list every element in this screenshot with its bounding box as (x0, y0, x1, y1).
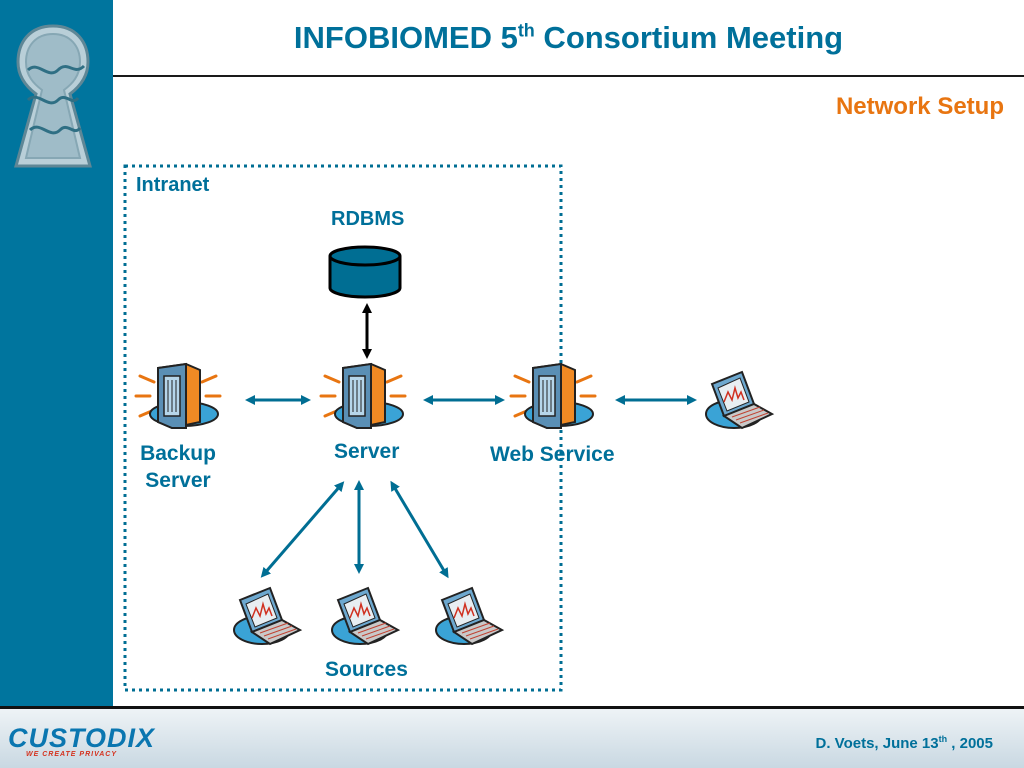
credit-superscript: th (938, 734, 948, 744)
intranet-label: Intranet (136, 174, 210, 196)
server-source-right-arrow (390, 480, 449, 579)
rdbms-label: RDBMS (331, 208, 405, 230)
main-server-icon (319, 362, 407, 430)
title-rest: Consortium Meeting (534, 20, 844, 55)
sources-label: Sources (325, 658, 408, 681)
slide-subtitle: Network Setup (835, 93, 1004, 120)
backup-label-line2: Server (145, 469, 211, 492)
web-service-label: Web Service (490, 443, 615, 466)
footer-credit: D. Voets, June 13th , 2005 (816, 734, 993, 752)
server-source-left-arrow (260, 481, 345, 578)
credit-year: , 2005 (947, 735, 993, 752)
title-divider (113, 75, 1024, 77)
custodix-logo: CUSTODIX WE CREATE PRIVACY (8, 723, 155, 758)
title-main: INFOBIOMED 5 (293, 20, 518, 55)
source-laptop-left-icon (233, 587, 301, 645)
intranet-boundary (123, 164, 563, 692)
source-laptop-right-icon (435, 587, 503, 645)
footer-divider (0, 706, 1024, 709)
footer (0, 709, 1024, 768)
page-title: INFOBIOMED 5th Consortium Meeting (113, 20, 1024, 56)
credit-main: D. Voets, June 13 (815, 735, 939, 752)
backup-label-line1: Backup (140, 442, 216, 465)
brand-tagline: WE CREATE PRIVACY (26, 751, 118, 758)
title-superscript: th (517, 20, 535, 41)
source-laptop-middle-icon (331, 587, 399, 645)
web-service-server-icon (509, 362, 597, 430)
database-icon (328, 245, 402, 299)
backup-server-label: Backup Server (128, 440, 228, 494)
backup-server-icon (134, 362, 222, 430)
keyhole-dna-logo-icon (14, 24, 92, 168)
brand-name: CUSTODIX (8, 723, 156, 753)
external-client-laptop-icon (705, 371, 773, 429)
server-label: Server (334, 440, 400, 463)
